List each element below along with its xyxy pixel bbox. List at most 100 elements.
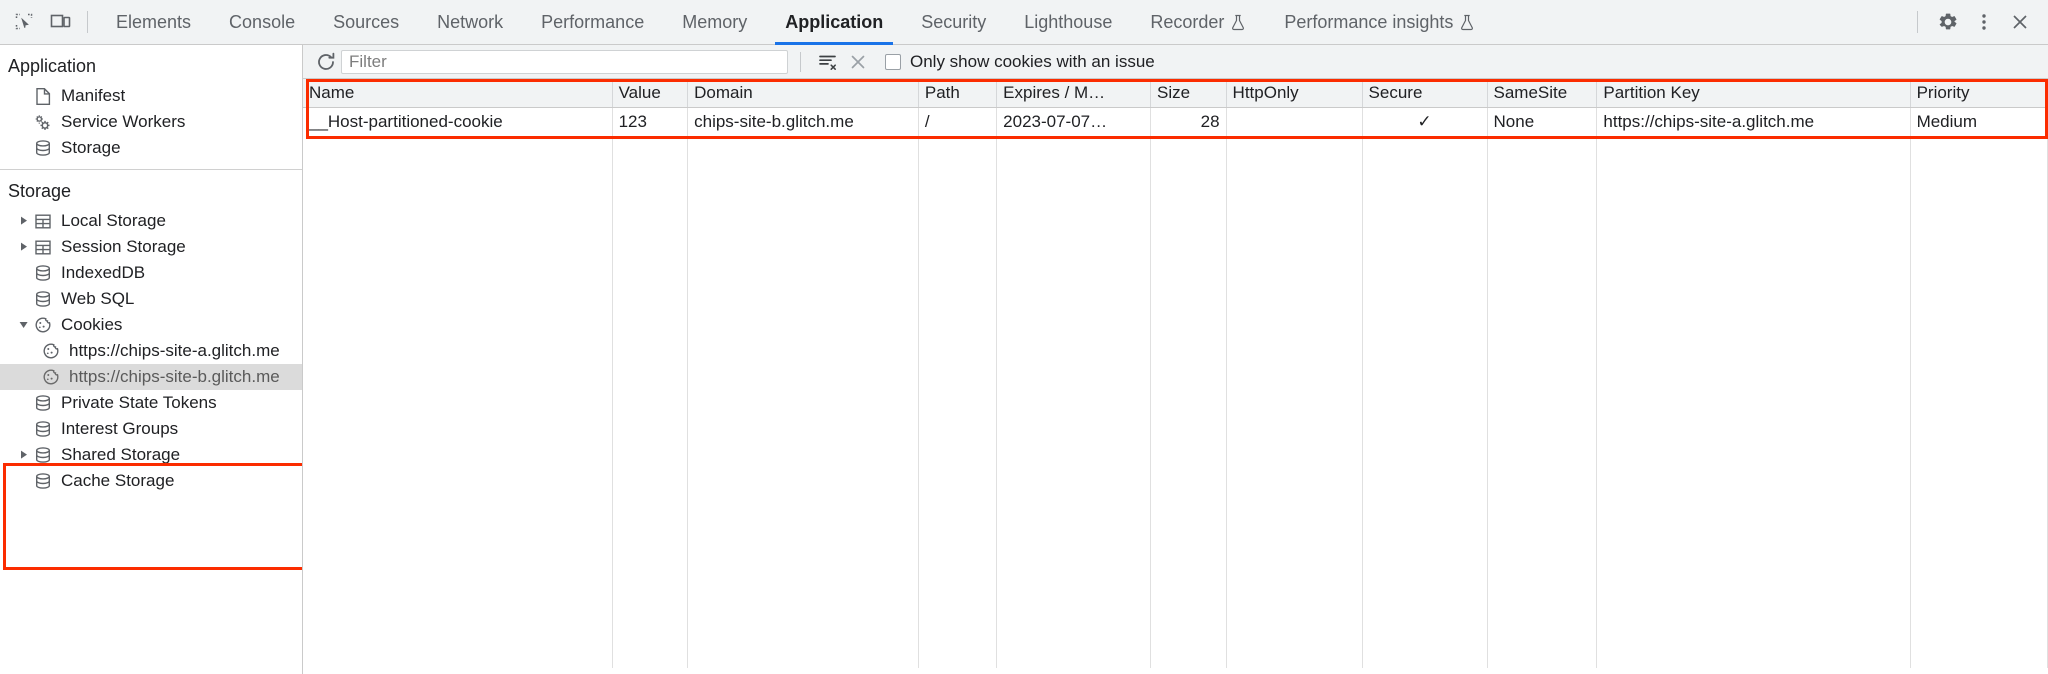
- tab-elements[interactable]: Elements: [97, 0, 210, 45]
- cell-partition-key: https://chips-site-a.glitch.me: [1596, 107, 1911, 136]
- cookie-icon: [40, 368, 62, 386]
- column-header-samesite[interactable]: SameSite: [1487, 79, 1598, 108]
- tab-performance-insights[interactable]: Performance insights: [1265, 0, 1494, 45]
- kebab-menu-icon[interactable]: [1966, 4, 2002, 40]
- column-header-value[interactable]: Value: [612, 79, 689, 108]
- inspect-element-icon[interactable]: [6, 4, 42, 40]
- tab-sources[interactable]: Sources: [314, 0, 418, 45]
- table-filler-row: [303, 191, 2048, 220]
- column-header-partition-key[interactable]: Partition Key: [1596, 79, 1911, 108]
- cell-expires: 2023-07-07…: [996, 107, 1151, 136]
- sidebar-item-indexeddb[interactable]: IndexedDB: [0, 260, 302, 286]
- clear-all-icon[interactable]: [843, 49, 873, 75]
- column-header-size[interactable]: Size: [1150, 79, 1227, 108]
- filter-input[interactable]: [341, 49, 788, 74]
- tab-label: Elements: [116, 11, 192, 32]
- sidebar-item-label: Web SQL: [61, 289, 135, 308]
- only-show-issues-checkbox[interactable]: [885, 53, 901, 70]
- table-filler-row: [303, 163, 2048, 192]
- column-header-path[interactable]: Path: [918, 79, 998, 108]
- sidebar-item-cache-storage[interactable]: Cache Storage: [0, 468, 302, 494]
- table-filler-row: [303, 415, 2048, 444]
- column-header-name[interactable]: Name: [303, 79, 613, 108]
- tab-label: Sources: [333, 11, 400, 32]
- sidebar-item-label: https://chips-site-b.glitch.me: [69, 367, 280, 386]
- device-toolbar-icon[interactable]: [42, 4, 78, 40]
- only-show-issues-checkbox-row[interactable]: Only show cookies with an issue: [885, 52, 1155, 72]
- experiment-flask-icon: [1460, 14, 1475, 31]
- gear-icon[interactable]: [1930, 4, 1966, 40]
- sidebar-item-label: Shared Storage: [61, 445, 181, 464]
- sidebar-item-label: Session Storage: [61, 237, 186, 256]
- cookie-icon: [40, 342, 62, 360]
- tab-label: Security: [921, 11, 987, 32]
- devtools-toolbar: Elements Console Sources Network Perform…: [0, 0, 2048, 45]
- column-header-secure[interactable]: Secure: [1362, 79, 1488, 108]
- tab-security[interactable]: Security: [902, 0, 1005, 45]
- chevron-right-icon[interactable]: [16, 242, 32, 252]
- column-header-expires[interactable]: Expires / M…: [996, 79, 1151, 108]
- database-icon: [32, 394, 54, 412]
- cookie-icon: [32, 316, 54, 334]
- tab-memory[interactable]: Memory: [663, 0, 766, 45]
- table-filler-row: [303, 639, 2048, 668]
- sidebar-item-cookie-origin-b[interactable]: https://chips-site-b.glitch.me: [0, 364, 302, 390]
- sidebar-item-interest-groups[interactable]: Interest Groups: [0, 416, 302, 442]
- chevron-right-icon[interactable]: [16, 450, 32, 460]
- sidebar-item-label: Private State Tokens: [61, 393, 217, 412]
- close-icon[interactable]: [2002, 4, 2038, 40]
- cookies-filter-toolbar: Only show cookies with an issue: [303, 45, 2048, 79]
- table-icon: [32, 213, 54, 230]
- toolbar-divider: [87, 11, 88, 33]
- sidebar-item-shared-storage[interactable]: Shared Storage: [0, 442, 302, 468]
- database-icon: [32, 290, 54, 308]
- cell-size: 28: [1150, 107, 1227, 136]
- sidebar-item-label: Storage: [61, 138, 121, 157]
- tab-recorder[interactable]: Recorder: [1131, 0, 1265, 45]
- gears-icon: [32, 113, 54, 132]
- column-header-domain[interactable]: Domain: [687, 79, 919, 108]
- cookies-table: Name Value Domain Path Expires / M… Size…: [303, 79, 2048, 668]
- table-filler-row: [303, 359, 2048, 388]
- sidebar-item-label: https://chips-site-a.glitch.me: [69, 341, 280, 360]
- cell-domain: chips-site-b.glitch.me: [687, 107, 919, 136]
- filterbar-divider: [800, 51, 801, 72]
- sidebar-item-cookies[interactable]: Cookies: [0, 312, 302, 338]
- sidebar-item-label: Cookies: [61, 315, 123, 334]
- tab-lighthouse[interactable]: Lighthouse: [1005, 0, 1131, 45]
- section-title-storage: Storage: [8, 181, 72, 201]
- table-icon: [32, 239, 54, 256]
- clear-filter-icon[interactable]: [813, 49, 843, 75]
- sidebar-item-service-workers[interactable]: Service Workers: [0, 109, 302, 135]
- refresh-icon[interactable]: [311, 49, 341, 75]
- section-title-application: Application: [8, 56, 97, 76]
- tab-performance[interactable]: Performance: [522, 0, 663, 45]
- sidebar-item-private-state-tokens[interactable]: Private State Tokens: [0, 390, 302, 416]
- table-filler-row: [303, 135, 2048, 164]
- sidebar-item-web-sql[interactable]: Web SQL: [0, 286, 302, 312]
- sidebar-item-label: Cache Storage: [61, 471, 175, 490]
- column-header-priority[interactable]: Priority: [1910, 79, 2048, 108]
- database-icon: [32, 420, 54, 438]
- panel-tabs: Elements Console Sources Network Perform…: [97, 0, 1494, 45]
- sidebar-item-storage[interactable]: Storage: [0, 135, 302, 161]
- table-filler-row: [303, 247, 2048, 276]
- tab-application[interactable]: Application: [766, 0, 902, 45]
- chevron-down-icon[interactable]: [16, 321, 32, 330]
- sidebar-item-local-storage[interactable]: Local Storage: [0, 208, 302, 234]
- tab-label: Lighthouse: [1024, 11, 1113, 32]
- table-row[interactable]: __Host-partitioned-cookie 123 chips-site…: [303, 107, 2048, 136]
- column-header-httponly[interactable]: HttpOnly: [1226, 79, 1363, 108]
- sidebar-item-session-storage[interactable]: Session Storage: [0, 234, 302, 260]
- tab-console[interactable]: Console: [210, 0, 314, 45]
- sidebar-item-label: Interest Groups: [61, 419, 179, 438]
- table-filler-row: [303, 331, 2048, 360]
- table-filler-row: [303, 611, 2048, 640]
- toolbar-actions: [1913, 4, 2048, 40]
- sidebar-item-cookie-origin-a[interactable]: https://chips-site-a.glitch.me: [0, 338, 302, 364]
- chevron-right-icon[interactable]: [16, 216, 32, 226]
- sidebar-item-manifest[interactable]: Manifest: [0, 83, 302, 109]
- sidebar-item-label: IndexedDB: [61, 263, 146, 282]
- tab-label: Recorder: [1150, 11, 1225, 32]
- tab-network[interactable]: Network: [418, 0, 522, 45]
